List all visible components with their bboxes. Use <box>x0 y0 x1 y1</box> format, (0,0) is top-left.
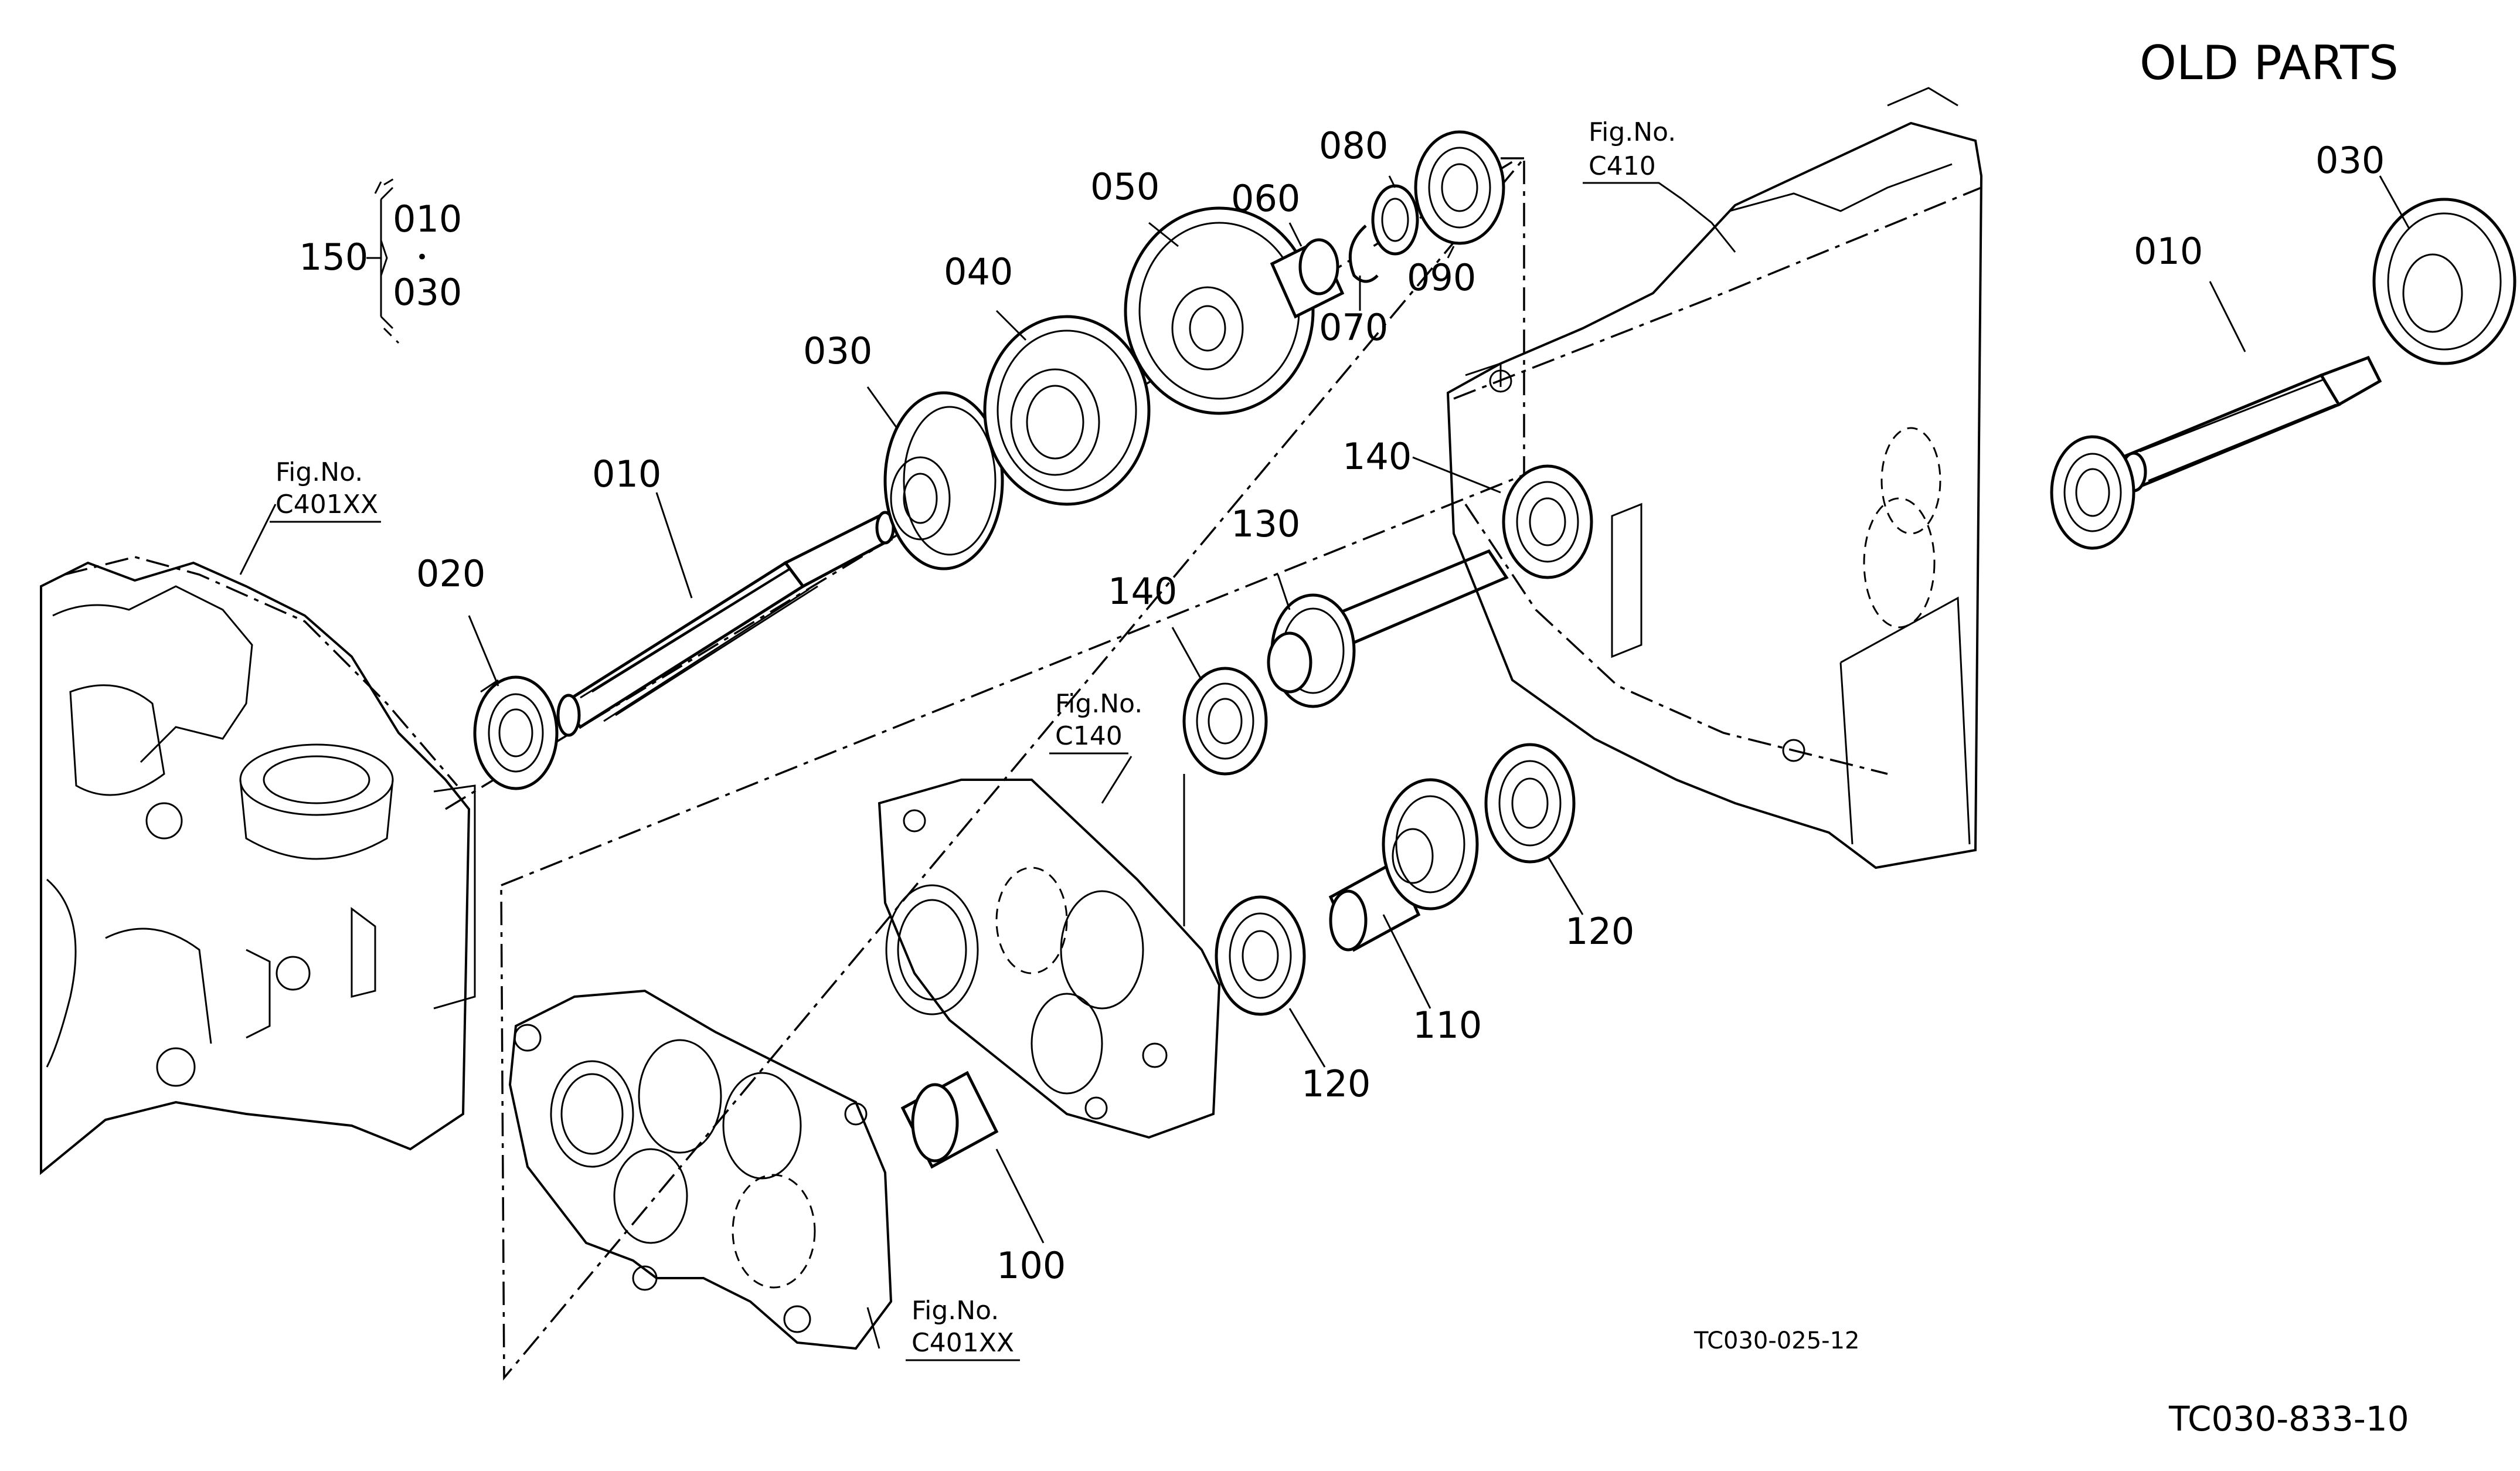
bearing-120-upper <box>1484 743 1576 864</box>
bearing-120-lower <box>1215 895 1306 1016</box>
callout-120-upper: 120 <box>1565 910 1634 953</box>
bearing-090 <box>1414 130 1505 245</box>
shaft-110 <box>1328 778 1479 952</box>
drawing-code-old: TC030-833-10 <box>2168 1399 2409 1439</box>
bearing-140-lower <box>1182 667 1268 776</box>
callout-080: 080 <box>1319 124 1388 167</box>
svg-text:Fig.No.: Fig.No. <box>276 457 363 487</box>
main-shaft-010 <box>556 511 895 737</box>
set-group-150: 150 010 • 030 <box>299 175 462 344</box>
plate-c140 <box>878 779 1221 1139</box>
svg-text:C401XX: C401XX <box>912 1328 1014 1358</box>
svg-text:C410: C410 <box>1589 151 1656 181</box>
callout-010: 010 <box>592 453 661 495</box>
fig-ref-c410: Fig.No. C410 <box>1583 117 1683 201</box>
set-item-010: 010 <box>393 198 462 240</box>
drawing-code-main: TC030-025-12 <box>1693 1327 1859 1354</box>
callout-040: 040 <box>944 250 1013 293</box>
svg-text:C401XX: C401XX <box>276 490 378 519</box>
callout-050: 050 <box>1090 165 1159 208</box>
needle-bearing-100 <box>900 1071 999 1169</box>
set-dot: • <box>416 246 428 269</box>
callout-150: 150 <box>299 236 368 278</box>
washer-080 <box>1371 184 1419 256</box>
callout-100: 100 <box>997 1244 1066 1287</box>
fig-ref-c140: Fig.No. C140 <box>1049 689 1142 755</box>
assembly-boundary <box>500 155 1525 1381</box>
callout-120-lower: 120 <box>1301 1062 1370 1105</box>
callout-020: 020 <box>416 552 485 595</box>
transmission-housing-left <box>40 556 476 1176</box>
needle-bearing-060 <box>1270 238 1345 319</box>
svg-text:C140: C140 <box>1055 721 1123 751</box>
callout-old-010: 010 <box>2134 230 2203 273</box>
old-gear-030 <box>2372 198 2516 365</box>
gear-050 <box>1124 206 1315 415</box>
bearing-020 <box>473 675 559 790</box>
callout-110: 110 <box>1413 1004 1482 1047</box>
svg-text:Fig.No.: Fig.No. <box>1055 689 1142 719</box>
set-item-030: 030 <box>393 271 462 314</box>
fig-ref-c401xx-bottom: Fig.No. C401XX <box>906 1296 1020 1361</box>
callout-070: 070 <box>1319 306 1388 349</box>
diagram-title: OLD PARTS <box>2140 36 2399 90</box>
bearing-140-upper <box>1502 464 1593 579</box>
svg-text:Fig.No.: Fig.No. <box>912 1296 999 1326</box>
callout-140-lower: 140 <box>1108 570 1177 613</box>
shaft-130 <box>1267 549 1509 708</box>
callout-140-upper: 140 <box>1342 435 1412 478</box>
callout-090: 090 <box>1407 256 1476 299</box>
plate-c401xx-lower <box>508 989 893 1350</box>
callout-030: 030 <box>803 329 872 372</box>
svg-text:Fig.No.: Fig.No. <box>1589 117 1676 147</box>
leader-lines <box>239 175 2410 1349</box>
gear-030 <box>883 391 1004 570</box>
old-shaft-010 <box>2120 355 2382 492</box>
snap-ring-070 <box>1348 225 1379 283</box>
gear-040 <box>983 315 1151 506</box>
fig-ref-c401xx-top: Fig.No. C401XX <box>270 457 381 523</box>
transmission-housing-right <box>1446 87 1983 869</box>
old-bearing <box>2050 435 2135 550</box>
callouts: 010 020 030 040 050 060 070 080 090 100 … <box>416 124 2385 1287</box>
callout-060: 060 <box>1231 177 1300 220</box>
callout-old-030: 030 <box>2315 139 2385 182</box>
callout-130: 130 <box>1231 502 1300 545</box>
